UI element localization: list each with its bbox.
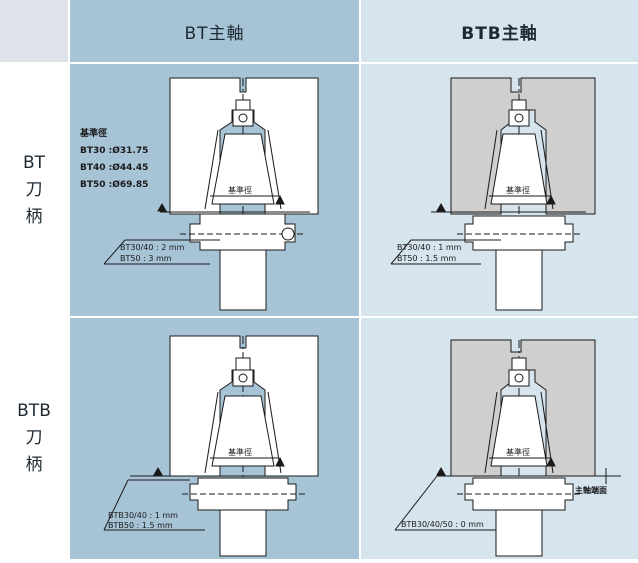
gap-line-1: BT30/40 : 1 mm bbox=[397, 243, 462, 252]
row1-label-line2: 刀 bbox=[25, 179, 43, 200]
ref-title: 基準徑 bbox=[79, 127, 107, 139]
gap-line-2: BTB50 : 1.5 mm bbox=[108, 521, 173, 530]
panel-bt-holder-bt-spindle: 基準徑 BT30 :Ø31.75 BT40 :Ø44.45 BT50 :Ø69.… bbox=[70, 64, 359, 316]
row2-label-line3: 柄 bbox=[25, 455, 43, 475]
panel-bt-holder-btb-spindle: 基準徑 BT30/40 : 1 mm BT50 : 1.5 mm bbox=[361, 64, 638, 316]
panel-btb-holder-btb-spindle: 基準徑 主軸端面 BTB30/40/50 : 0 mm bbox=[361, 318, 638, 559]
ref-line-bt40: BT40 :Ø44.45 bbox=[80, 162, 148, 173]
corner-cell bbox=[0, 0, 68, 62]
gap-line-1: BTB30/40/50 : 0 mm bbox=[401, 520, 484, 529]
row2-label-line2: 刀 bbox=[25, 428, 43, 448]
row-label-btb-holder: BTB 刀 柄 bbox=[0, 318, 68, 559]
header-btb-spindle: BTB主軸 bbox=[361, 0, 638, 62]
row1-label-line3: 柄 bbox=[25, 206, 43, 227]
spindle-housing bbox=[169, 335, 319, 477]
ref-diameter-label: 基準徑 bbox=[228, 185, 252, 195]
panel-btb-holder-bt-spindle: 基準徑 BTB30/40 : 1 mm BTB50 : 1.5 mm bbox=[70, 318, 359, 559]
gap-line-2: BT50 : 1.5 mm bbox=[397, 254, 456, 263]
gap-line-1: BTB30/40 : 1 mm bbox=[108, 511, 178, 520]
header-bt-spindle: BT主軸 bbox=[70, 0, 359, 62]
diagram-bt-bt: 基準徑 BT30 :Ø31.75 BT40 :Ø44.45 BT50 :Ø69.… bbox=[79, 77, 319, 311]
row2-label-line1: BTB bbox=[17, 401, 51, 421]
header-bt-spindle-label: BT主軸 bbox=[184, 23, 245, 44]
ref-diameter-label: 基準徑 bbox=[506, 185, 530, 195]
ref-line-bt50: BT50 :Ø69.85 bbox=[80, 179, 148, 190]
gap-line-2: BT50 : 3 mm bbox=[120, 254, 172, 263]
diagram-bt-btb: 基準徑 BTB30/40 : 1 mm BTB50 : 1.5 mm bbox=[103, 335, 319, 557]
spindle-housing bbox=[169, 77, 319, 215]
gap-line-1: BT30/40 : 2 mm bbox=[120, 243, 185, 252]
ref-diameter-label: 基準徑 bbox=[506, 447, 530, 457]
row1-label-line1: BT bbox=[22, 152, 46, 173]
header-btb-spindle-label: BTB主軸 bbox=[461, 23, 538, 44]
diagram-btb-btb: 基準徑 主軸端面 BTB30/40/50 : 0 mm bbox=[394, 339, 621, 557]
diagram-btb-bt: 基準徑 BT30/40 : 1 mm BT50 : 1.5 mm bbox=[390, 77, 596, 311]
ref-diameter-label: 基準徑 bbox=[228, 447, 252, 457]
ref-line-bt30: BT30 :Ø31.75 bbox=[80, 145, 148, 156]
spindle-face-label: 主軸端面 bbox=[575, 485, 607, 495]
row-label-bt-holder: BT 刀 柄 bbox=[0, 64, 68, 316]
